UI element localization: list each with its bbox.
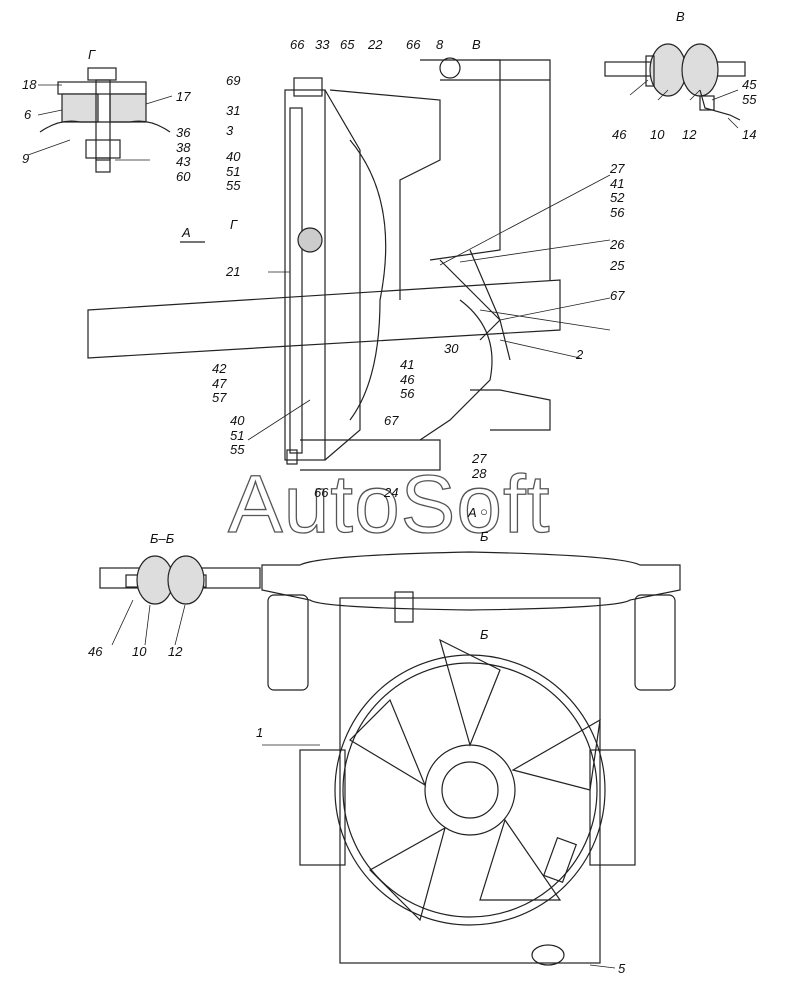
callout-12: 12 bbox=[682, 127, 697, 142]
side-view-drawing bbox=[87, 57, 561, 471]
callout-69: 69 bbox=[226, 73, 241, 88]
view-direction-icon: ○ bbox=[480, 504, 488, 519]
callout-10: 10 bbox=[650, 127, 665, 142]
callout-bb-10: 10 bbox=[132, 644, 147, 659]
view-a-arrow: А bbox=[182, 225, 191, 240]
callout-66: 66 bbox=[290, 37, 305, 52]
callout-66c: 66 bbox=[314, 485, 329, 500]
inset-bb-drawing bbox=[99, 555, 261, 605]
leader-lines bbox=[27, 79, 739, 969]
callout-bb-46: 46 bbox=[88, 644, 103, 659]
view-g-title: Г bbox=[88, 47, 96, 62]
callout-67: 67 bbox=[610, 288, 625, 303]
callout-26: 26 bbox=[610, 237, 625, 252]
callout-5: 5 bbox=[618, 961, 626, 976]
callout-9: 9 bbox=[22, 151, 30, 166]
callout-21: 21 bbox=[226, 264, 241, 279]
view-v-title: В bbox=[676, 9, 685, 24]
section-b-bottom: Б bbox=[480, 627, 489, 642]
callout-30: 30 bbox=[444, 341, 459, 356]
callout-14: 14 bbox=[742, 127, 757, 142]
watermark: AutoSoft bbox=[227, 458, 551, 550]
callout-24: 24 bbox=[384, 485, 399, 500]
callout-31: 31 bbox=[226, 103, 241, 118]
callout-8: 8 bbox=[436, 37, 444, 52]
callout-18: 18 bbox=[22, 77, 37, 92]
callout-46: 46 bbox=[612, 127, 627, 142]
callout-bb-12: 12 bbox=[168, 644, 183, 659]
callout-65: 65 bbox=[340, 37, 355, 52]
front-view-drawing bbox=[261, 551, 681, 966]
view-a-label: А bbox=[468, 505, 477, 520]
callout-3: 3 bbox=[226, 123, 234, 138]
inset-v-drawing bbox=[604, 43, 746, 121]
view-g-marker: Г bbox=[230, 217, 238, 232]
callout-2: 2 bbox=[576, 347, 584, 362]
callout-1: 1 bbox=[256, 725, 264, 740]
callout-17: 17 bbox=[176, 89, 191, 104]
view-v-marker: В bbox=[472, 37, 481, 52]
callout-66b: 66 bbox=[406, 37, 421, 52]
callout-33: 33 bbox=[315, 37, 330, 52]
callout-22: 22 bbox=[368, 37, 383, 52]
section-b-top: Б bbox=[480, 529, 489, 544]
callout-6: 6 bbox=[24, 107, 32, 122]
callout-67b: 67 bbox=[384, 413, 399, 428]
view-bb-title: Б–Б bbox=[150, 531, 175, 546]
inset-g-drawing bbox=[39, 67, 171, 173]
callout-25: 25 bbox=[610, 258, 625, 273]
